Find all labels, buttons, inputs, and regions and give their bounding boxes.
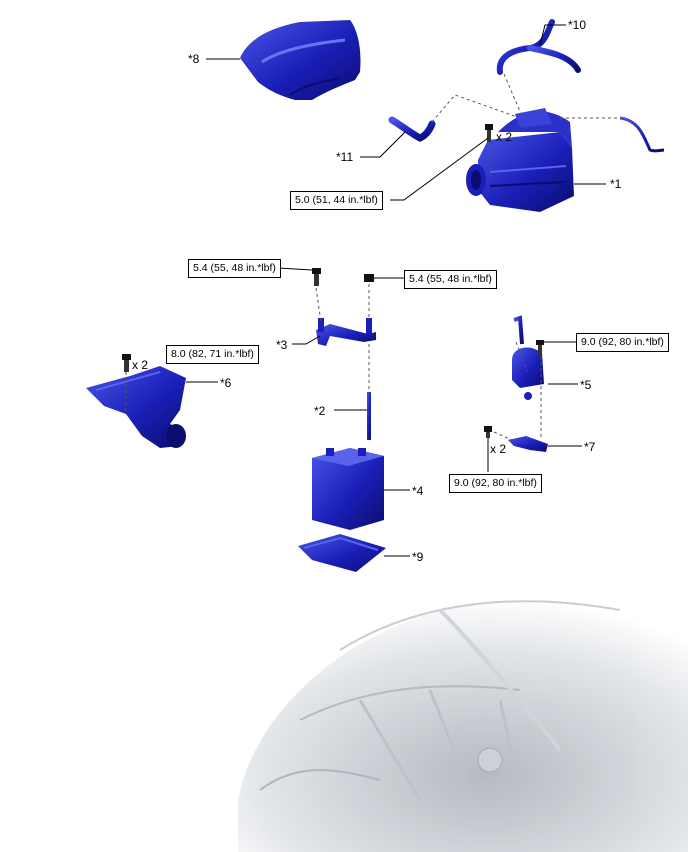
dashed-guide-lines-top bbox=[431, 73, 620, 180]
intake-hose-part bbox=[388, 116, 436, 142]
callout-11: *11 bbox=[336, 150, 354, 164]
engine-cover-part bbox=[240, 20, 361, 100]
quantity-label: x 2 bbox=[132, 358, 149, 372]
quantity-label: x 2 bbox=[490, 442, 507, 456]
bolt-icon bbox=[536, 340, 544, 355]
torque-spec-box: 5.4 (55, 48 in.*lbf) bbox=[404, 270, 497, 289]
air-cleaner-assembly-part bbox=[466, 108, 665, 212]
air-inlet-duct-part bbox=[86, 366, 186, 448]
callout-3: *3 bbox=[276, 338, 288, 352]
reservoir-bracket-part bbox=[508, 436, 548, 452]
callout-2: *2 bbox=[314, 404, 326, 418]
bolt-icon bbox=[485, 124, 493, 142]
leader-lines-top bbox=[206, 24, 606, 201]
leader-lines-mid bbox=[186, 267, 582, 557]
ventilation-hose-part bbox=[496, 19, 581, 75]
bolt-icon bbox=[312, 268, 321, 286]
torque-spec-box: 9.0 (92, 80 in.*lbf) bbox=[576, 333, 669, 352]
torque-spec-box: 5.4 (55, 48 in.*lbf) bbox=[188, 259, 281, 278]
bolt-icon bbox=[122, 354, 131, 372]
callout-6: *6 bbox=[220, 376, 232, 390]
quantity-label: x 2 bbox=[496, 130, 513, 144]
torque-spec-box: 8.0 (82, 71 in.*lbf) bbox=[166, 345, 259, 364]
battery-hold-rod-part bbox=[367, 392, 371, 440]
callout-7: *7 bbox=[584, 440, 596, 454]
bolt-icon bbox=[484, 426, 492, 438]
battery-part bbox=[312, 448, 384, 530]
callout-8: *8 bbox=[188, 52, 200, 66]
engine-bay-illustration bbox=[238, 598, 688, 852]
callout-5: *5 bbox=[580, 378, 592, 392]
dashed-guide-lines-right bbox=[493, 341, 542, 441]
callout-4: *4 bbox=[412, 484, 424, 498]
battery-tray-part bbox=[298, 534, 386, 572]
callout-1: *1 bbox=[610, 177, 622, 191]
nut-icon bbox=[364, 274, 374, 282]
washer-reservoir-part bbox=[512, 315, 544, 400]
battery-clamp-part bbox=[316, 318, 376, 346]
torque-spec-box: 9.0 (92, 80 in.*lbf) bbox=[449, 474, 542, 493]
dashed-guide-lines-mid bbox=[315, 284, 370, 392]
callout-10: *10 bbox=[568, 18, 587, 32]
torque-spec-box: 5.0 (51, 44 in.*lbf) bbox=[290, 191, 383, 210]
callout-9: *9 bbox=[412, 550, 424, 564]
